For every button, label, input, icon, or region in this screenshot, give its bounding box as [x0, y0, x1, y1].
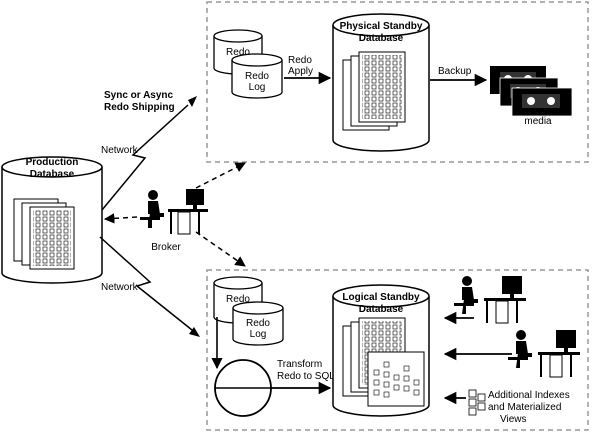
broker-to-logical-arrow: [195, 231, 246, 267]
media-label: media: [524, 116, 552, 127]
physical-datafiles-icon: [342, 51, 406, 131]
logical-standby-database: Logical Standby Database: [332, 284, 430, 417]
network-top-arrowhead: [188, 96, 197, 107]
physical-standby-site-box: [206, 1, 589, 163]
redo-log-physical-icon: [213, 29, 283, 99]
redo-apply-label-line1: Redo: [288, 55, 312, 66]
transform-circle-icon: [214, 359, 272, 417]
physical-standby-database: Physical Standby Database: [332, 13, 430, 152]
production-database: Production Database: [1, 156, 103, 284]
redo-apply-label-line2: Apply: [288, 66, 313, 77]
redo-back-label: Redo: [226, 47, 250, 58]
logical-standby-site-box: [206, 269, 589, 431]
logical-standby-title: Logical Standby: [342, 292, 420, 303]
redo-log-label-line2: Log: [249, 82, 266, 93]
redo-log-2-label-line1: Redo: [246, 318, 270, 329]
broker-label: Broker: [151, 242, 181, 253]
production-subtitle: Database: [30, 169, 75, 180]
reporting-user-bottom-icon: [508, 330, 580, 378]
transform-label-line1: Transform: [277, 359, 322, 370]
redo-log-logical-icon: [213, 276, 284, 346]
backup-label: Backup: [438, 66, 472, 77]
redo-log-label-line1: Redo: [245, 71, 269, 82]
network-top-label: Network: [101, 145, 139, 156]
index-views-icon: [468, 389, 486, 416]
network-link-top: [101, 104, 189, 211]
broker-workstation-icon: [140, 189, 208, 235]
network-bottom-arrowhead: [189, 327, 200, 337]
broker-to-production-arrow: [103, 213, 138, 224]
production-datafiles-icon: [13, 198, 75, 270]
redo-back-label-2: Redo: [226, 294, 250, 305]
production-title: Production: [26, 157, 79, 168]
media-tapes-icon: [490, 66, 573, 117]
reporting-user-top-icon: [454, 276, 526, 324]
logical-datafiles-icon: [342, 317, 425, 407]
sync-label-line2: Redo Shipping: [104, 102, 175, 113]
sync-label-line1: Sync or Async: [104, 90, 174, 101]
network-link-bottom: [99, 236, 193, 331]
additional-label-line2: and Materialized: [488, 402, 561, 413]
physical-standby-subtitle: Database: [359, 33, 404, 44]
additional-label-line3: Views: [500, 414, 527, 425]
network-bottom-label: Network: [101, 282, 139, 293]
transform-label-line2: Redo to SQL: [277, 371, 335, 382]
redo-log-2-label-line2: Log: [250, 329, 267, 340]
additional-label-line1: Additional Indexes: [488, 390, 570, 401]
physical-standby-title: Physical Standby: [340, 21, 423, 32]
broker-to-physical-arrow: [195, 162, 246, 189]
logical-standby-subtitle: Database: [359, 304, 404, 315]
